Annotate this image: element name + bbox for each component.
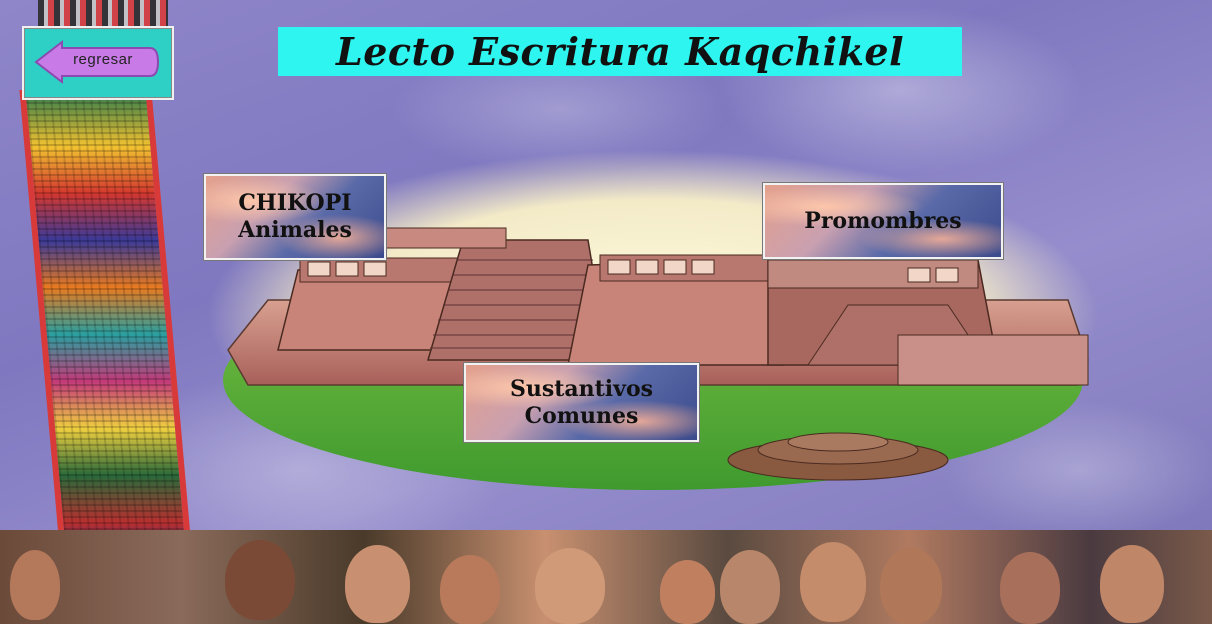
nouns-label-line2: Comunes bbox=[524, 402, 639, 429]
child-face bbox=[880, 548, 942, 624]
child-face bbox=[720, 550, 780, 624]
pyramid-illustration bbox=[208, 150, 1098, 490]
animals-label-line1: CHIKOPI bbox=[238, 190, 352, 216]
child-face bbox=[225, 540, 295, 620]
back-button[interactable]: regresar bbox=[32, 38, 160, 86]
woven-textile-decoration bbox=[19, 90, 193, 560]
animals-button[interactable]: CHIKOPI Animales bbox=[204, 174, 386, 260]
title-banner: Lecto Escritura Kaqchikel bbox=[278, 27, 962, 76]
animals-label-line2: Animales bbox=[238, 217, 352, 243]
animals-button-label: CHIKOPI Animales bbox=[238, 190, 352, 244]
child-face bbox=[660, 560, 715, 624]
child-face bbox=[1000, 552, 1060, 624]
child-face bbox=[440, 555, 500, 624]
common-nouns-button-label: Sustantivos Comunes bbox=[510, 376, 653, 430]
children-photo-strip bbox=[0, 530, 1212, 624]
child-face bbox=[10, 550, 60, 620]
child-face bbox=[535, 548, 605, 624]
child-face bbox=[1100, 545, 1164, 623]
pronouns-button-label: Promombres bbox=[804, 207, 962, 234]
left-arrow-icon bbox=[34, 39, 160, 85]
common-nouns-button[interactable]: Sustantivos Comunes bbox=[464, 363, 699, 442]
nouns-label-line1: Sustantivos bbox=[509, 375, 654, 402]
child-face bbox=[345, 545, 410, 623]
back-button-frame: regresar bbox=[22, 26, 174, 100]
back-button-label: regresar bbox=[73, 51, 133, 68]
pronouns-button[interactable]: Promombres bbox=[763, 183, 1003, 259]
child-face bbox=[800, 542, 866, 622]
page-title: Lecto Escritura Kaqchikel bbox=[335, 29, 905, 74]
